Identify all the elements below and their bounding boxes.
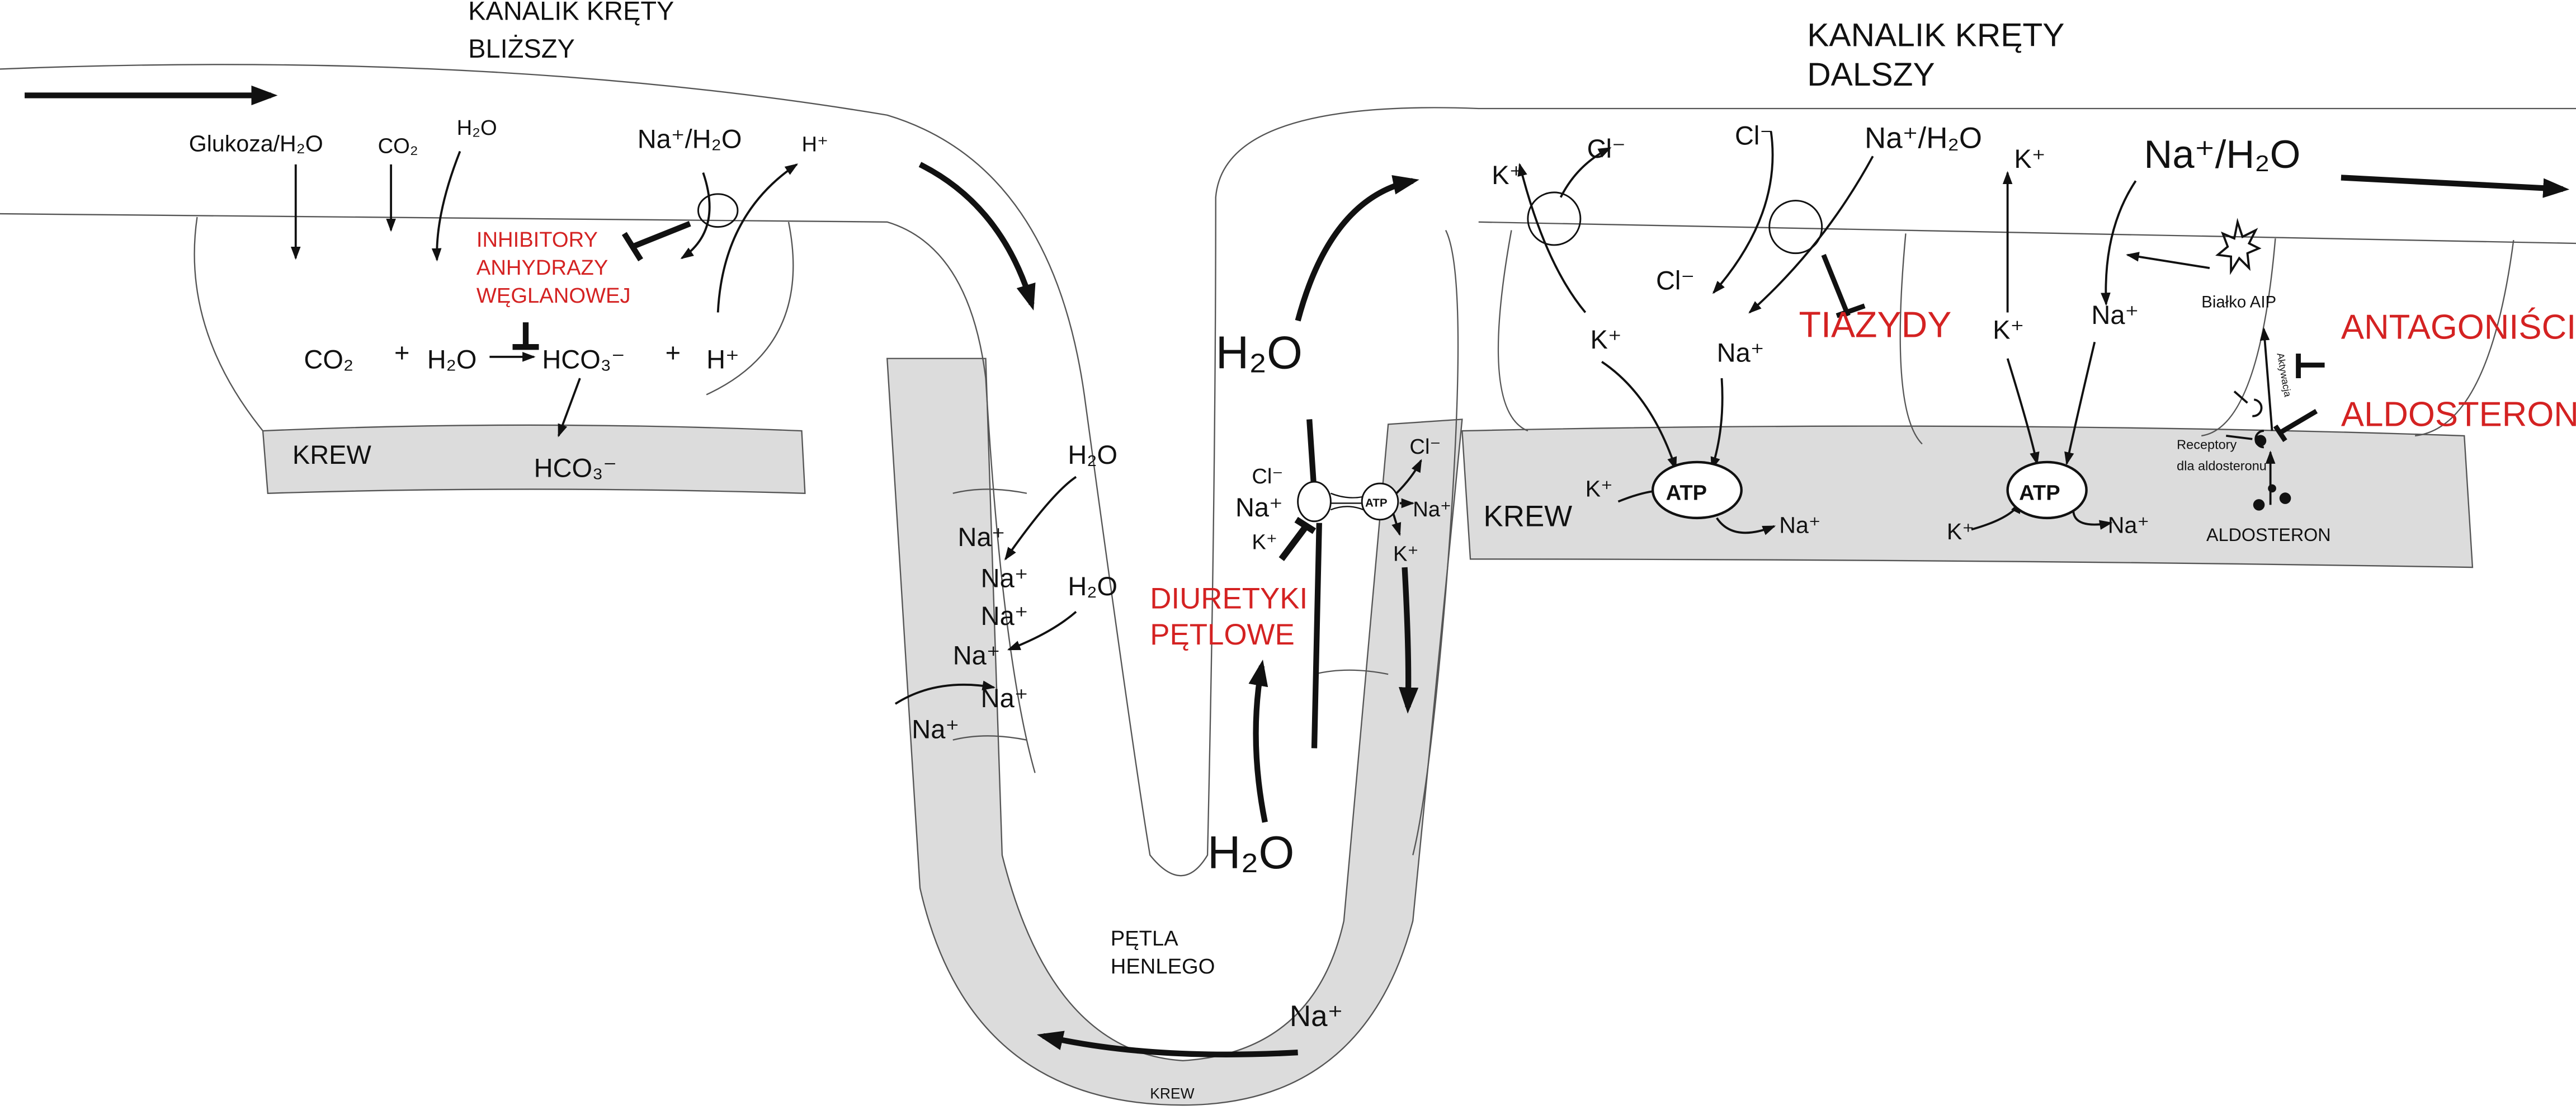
label-h: H⁺: [706, 344, 739, 374]
label-na: Na⁺: [981, 601, 1028, 631]
atp-pump: [1651, 460, 1743, 520]
proximal-title: KANALIK KRĘTY: [468, 0, 674, 25]
label-k: K⁺: [1252, 530, 1277, 554]
aip-protein-icon: [2215, 218, 2262, 275]
blood-loop: [886, 358, 1463, 1106]
label-k: K⁺: [1586, 476, 1613, 502]
label-na: Na⁺: [912, 714, 959, 744]
atp-label: ATP: [1666, 481, 1707, 505]
plus: +: [666, 338, 681, 368]
label-na: Na⁺: [981, 563, 1028, 592]
label-k: K⁺: [1993, 314, 2024, 344]
drug-label: TIAZYDY: [1799, 304, 1952, 345]
label-na-h2o: Na⁺/H₂O: [638, 124, 742, 154]
label-k: K⁺: [1393, 542, 1419, 566]
label-co2: CO₂: [304, 344, 353, 374]
label-k: K⁺: [2014, 144, 2045, 173]
label-na-h2o: Na⁺/H₂O: [1865, 122, 1982, 155]
label-h2o: H₂O: [1068, 571, 1117, 601]
label-cl: Cl⁻: [1409, 435, 1441, 459]
drug-label: INHIBITORY: [476, 228, 598, 252]
label-na: Na⁺: [981, 683, 1028, 713]
label-receptor: dla aldosteronu: [2177, 459, 2267, 473]
label-na-h2o: Na⁺/H₂O: [2144, 132, 2300, 176]
tubule-outline: [0, 64, 2576, 877]
label-h2o: H₂O: [457, 116, 497, 140]
label-na: Na⁺: [2108, 512, 2149, 538]
flow-arrow-up: [1295, 175, 1419, 322]
blood-distal: [1461, 425, 2474, 568]
label-h2o: H₂O: [1207, 827, 1294, 878]
label-blood: KREW: [1150, 1085, 1194, 1102]
label-cl: Cl⁻: [1656, 265, 1695, 295]
label-k: K⁺: [1590, 324, 1621, 354]
label-na: Na⁺: [1779, 512, 1820, 538]
label-na: Na⁺: [2091, 300, 2139, 330]
drug-label: WĘGLANOWEJ: [476, 284, 631, 308]
label-receptor: Receptory: [2177, 437, 2237, 451]
atp-pump: [2006, 460, 2088, 520]
label-h2o: H₂O: [1068, 440, 1117, 469]
drug-label: DIURETYKI: [1150, 582, 1308, 615]
label-k: K⁺: [1492, 160, 1523, 190]
label-hco3: HCO₃⁻: [534, 453, 617, 482]
drug-label: PĘTLOWE: [1150, 618, 1294, 651]
label-na: Na⁺: [958, 522, 1006, 552]
label-na: Na⁺: [1235, 492, 1283, 522]
label-h2o: H₂O: [427, 344, 477, 374]
drug-label: ANTAGONIŚCI: [2341, 308, 2576, 346]
label-k: K⁺: [1947, 519, 1974, 544]
label-na: Na⁺: [1413, 497, 1451, 521]
label-aldosterone: ALDOSTERON: [2206, 525, 2331, 545]
label-h2o: H₂O: [1216, 327, 1303, 378]
label-na: Na⁺: [953, 640, 1001, 670]
distal-title-2: DALSZY: [1807, 57, 1935, 93]
label-cl: Cl⁻: [1252, 464, 1283, 488]
label-blood: KREW: [292, 440, 372, 469]
blood-proximal: [262, 424, 806, 494]
label-blood: KREW: [1484, 500, 1573, 533]
label-co2: CO₂: [378, 134, 418, 158]
label-cl: Cl⁻: [1587, 134, 1626, 163]
flow-arrow-down: [918, 162, 1036, 311]
label-aip: Białko AIP: [2201, 293, 2276, 312]
label-na: Na⁺: [1290, 1000, 1343, 1033]
label-hco3: HCO₃⁻: [542, 344, 625, 374]
drug-label: ALDOSTERONU: [2341, 395, 2576, 434]
loop-title: HENLEGO: [1111, 954, 1215, 979]
label-glucose: Glukoza/H₂O: [189, 130, 323, 156]
label-na: Na⁺: [1717, 338, 1764, 368]
proximal-title-2: BLIŻSZY: [468, 34, 575, 63]
label-h: H⁺: [802, 132, 829, 156]
plus: +: [394, 338, 409, 368]
label-cl: Cl⁻: [1735, 121, 1773, 150]
loop-title: PĘTLA: [1111, 926, 1178, 951]
drug-label: ANHYDRAZY: [476, 256, 608, 280]
distal-title: KANALIK KRĘTY: [1807, 17, 2064, 53]
atp-label: ATP: [2019, 481, 2060, 505]
flow-arrow-distal: [2341, 175, 2570, 198]
label-activation: Aktywacja: [2275, 352, 2293, 398]
atp-label: ATP: [1365, 496, 1388, 509]
